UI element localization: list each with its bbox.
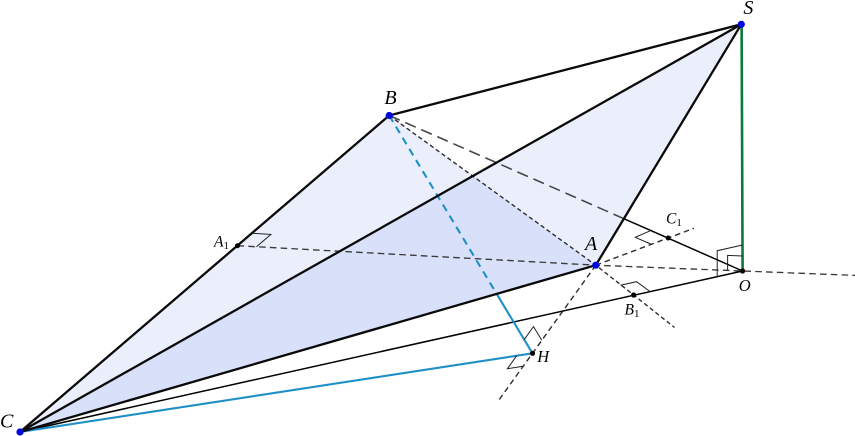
svg-text:H: H <box>536 347 550 366</box>
svg-text:O: O <box>739 276 751 295</box>
svg-text:A1: A1 <box>213 234 229 253</box>
svg-text:B1: B1 <box>625 302 640 321</box>
svg-text:C1: C1 <box>666 210 682 229</box>
svg-text:B: B <box>384 87 396 109</box>
svg-text:A: A <box>583 233 598 255</box>
svg-text:S: S <box>743 0 753 19</box>
svg-text:C: C <box>0 410 14 432</box>
